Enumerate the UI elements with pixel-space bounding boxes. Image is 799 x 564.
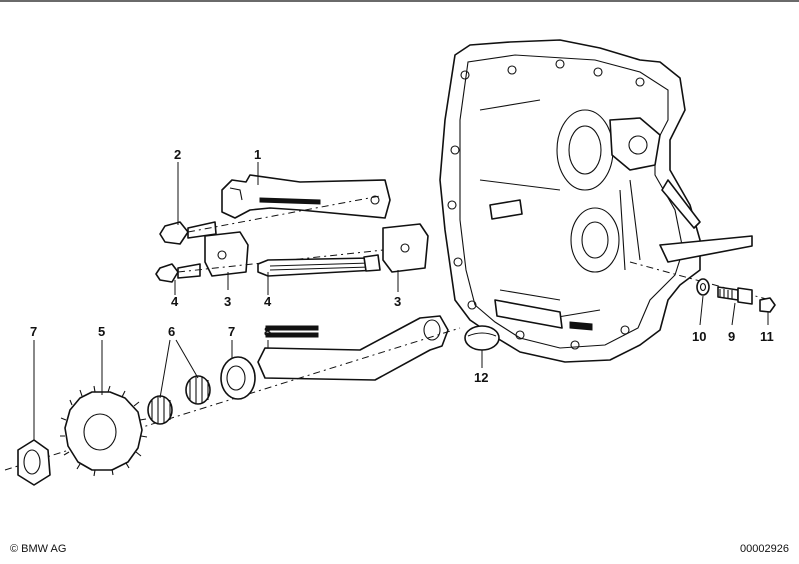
callout-9: 9 [728, 329, 735, 344]
callout-6: 6 [168, 324, 175, 339]
callout-10: 10 [692, 329, 706, 344]
callout-4-left: 4 [171, 294, 179, 309]
part-10-washer[interactable] [696, 278, 710, 296]
part-7-ring-right[interactable] [220, 356, 256, 400]
callout-7-right: 7 [228, 324, 235, 339]
copyright-text: © BMW AG [10, 543, 67, 555]
callout-11: 11 [760, 329, 774, 344]
part-3-plate-right[interactable] [382, 223, 429, 273]
part-8-springs[interactable] [265, 325, 319, 338]
part-4-long-pin[interactable] [257, 254, 381, 277]
part-12-cover-cap[interactable] [464, 325, 500, 351]
callout-12: 12 [474, 370, 488, 385]
callout-4-right: 4 [264, 294, 272, 309]
transmission-housing[interactable] [439, 39, 753, 363]
part-1-bracket[interactable] [221, 174, 391, 219]
callout-1: 1 [254, 147, 261, 162]
callout-7-left: 7 [30, 324, 37, 339]
callout-3-right: 3 [394, 294, 401, 309]
part-5-gear[interactable] [60, 385, 148, 477]
callout-5: 5 [98, 324, 105, 339]
callout-3-left: 3 [224, 294, 231, 309]
part-11-plug[interactable] [759, 297, 776, 313]
part-7-ring-left[interactable] [17, 439, 51, 486]
callout-2: 2 [174, 147, 181, 162]
part-6-needle-bearing-left[interactable] [147, 395, 173, 425]
part-3-plate-left[interactable] [204, 231, 249, 277]
callout-8: 8 [264, 324, 271, 339]
axis-line-1 [187, 195, 381, 233]
shift-lever[interactable] [257, 315, 449, 381]
part-4-bolt-left[interactable] [155, 263, 201, 283]
document-number: 00002926 [740, 543, 789, 555]
part-2-bolt[interactable] [159, 221, 217, 245]
part-6-needle-bearing-right[interactable] [185, 375, 211, 405]
leader-lines [33, 162, 769, 440]
part-9-bolt[interactable] [717, 286, 753, 305]
